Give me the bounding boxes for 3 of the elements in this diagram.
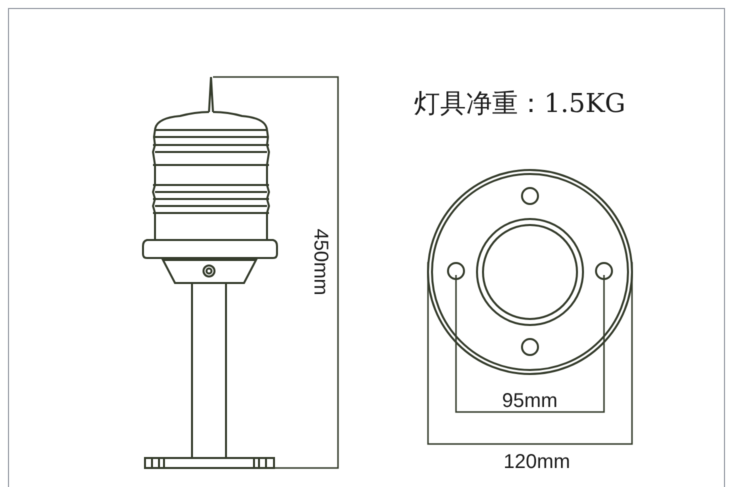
- dimension-label: 120mm: [504, 452, 570, 472]
- dimension-label: 450mm: [310, 228, 330, 296]
- weight-note: 灯具净重：1.5KG: [414, 91, 626, 117]
